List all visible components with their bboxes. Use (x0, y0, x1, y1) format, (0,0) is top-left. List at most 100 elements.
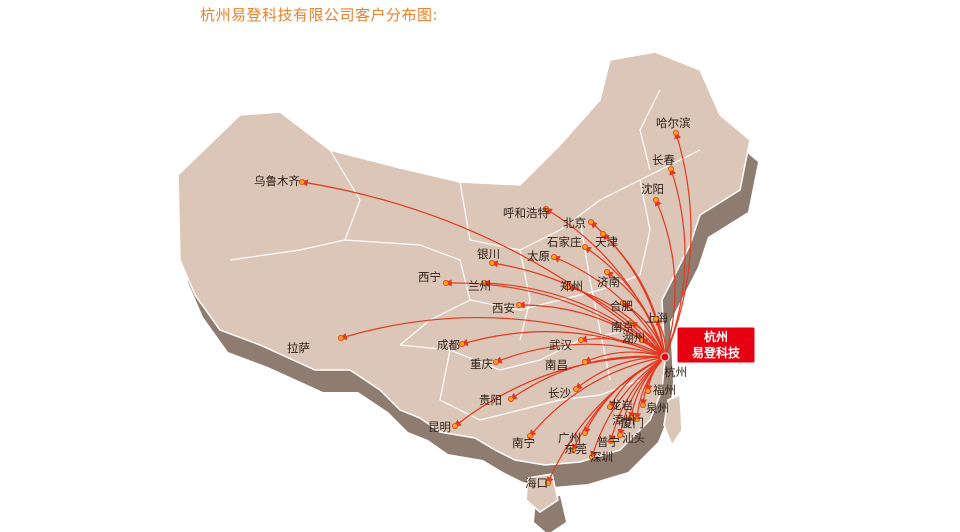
city-label-nanning: 南宁 (512, 436, 535, 450)
city-label-lanzhou: 兰州 (468, 279, 491, 293)
city-marker-haikou[interactable] (545, 479, 552, 486)
map-title: 杭州易登科技有限公司客户分布图: (200, 6, 439, 24)
city-marker-dongguan[interactable] (570, 446, 577, 453)
city-label-guangzhou: 广州 (558, 431, 581, 445)
city-marker-hefei[interactable] (620, 299, 627, 306)
city-label-shijiazhuang: 石家庄 (547, 235, 582, 249)
route-kunming (453, 356, 666, 427)
city-label-shanghai: 上海 (645, 311, 668, 325)
city-labels: 哈尔滨长春沈阳乌鲁木齐呼和浩特北京天津石家庄太原银川西宁兰州郑州济南西安合肥南京… (254, 116, 691, 490)
city-marker-changsha[interactable] (573, 385, 580, 392)
route-haerbin (664, 131, 692, 358)
city-label-shenzhen: 深圳 (590, 450, 613, 464)
city-label-shenyang: 沈阳 (641, 182, 664, 196)
city-marker-lanzhou[interactable] (480, 279, 487, 286)
city-marker-xiamen[interactable] (634, 415, 641, 422)
city-label-zhangzhou: 漳州 (612, 413, 635, 427)
city-marker-shanghai[interactable] (653, 315, 660, 322)
hq-city-label: 杭州 (664, 365, 687, 379)
city-label-jinan: 济南 (597, 275, 620, 289)
city-label-shantou: 汕头 (622, 431, 645, 445)
city-marker-tianjin[interactable] (600, 230, 607, 237)
city-label-changsha: 长沙 (548, 386, 571, 400)
city-marker-zhangzhou[interactable] (628, 414, 635, 421)
hq-badge-line2: 易登科技 (692, 345, 741, 360)
city-label-huhehaote: 呼和浩特 (503, 206, 549, 220)
city-marker-shijiazhuang[interactable] (582, 243, 589, 250)
city-marker-changchun[interactable] (668, 165, 675, 172)
route-shenyang (654, 198, 676, 358)
route-puning (608, 356, 666, 443)
city-markers (298, 129, 680, 486)
city-marker-fuzhou[interactable] (645, 387, 652, 394)
city-label-xian: 西安 (492, 301, 515, 315)
city-label-dongguan: 东莞 (564, 442, 587, 456)
city-marker-quanzhou[interactable] (640, 401, 647, 408)
city-label-kunming: 昆明 (428, 420, 451, 434)
city-marker-puning[interactable] (608, 437, 615, 444)
city-marker-xining[interactable] (442, 279, 449, 286)
city-marker-shenyang[interactable] (653, 196, 660, 203)
city-marker-wuhan[interactable] (578, 336, 585, 343)
city-marker-beijing[interactable] (588, 218, 595, 225)
city-marker-chongqing[interactable] (492, 358, 499, 365)
city-label-haikou: 海口 (525, 476, 548, 490)
city-marker-zhengzhou[interactable] (565, 283, 572, 290)
route-changchun (664, 167, 686, 358)
city-label-guiyang: 贵阳 (479, 393, 502, 407)
city-marker-shenzhen[interactable] (589, 453, 596, 460)
city-marker-wulumuqi[interactable] (298, 178, 305, 185)
city-label-fuzhou: 福州 (653, 383, 676, 397)
route-shenzhen (590, 356, 666, 459)
hq-badge[interactable]: 杭州 易登科技 (676, 326, 756, 364)
city-marker-jinan[interactable] (604, 268, 611, 275)
city-marker-xian[interactable] (516, 301, 523, 308)
city-label-tianjin: 天津 (595, 235, 618, 249)
city-label-xiamen: 厦门 (621, 416, 644, 430)
city-marker-huhehaote[interactable] (543, 205, 550, 212)
city-marker-nanjing[interactable] (628, 319, 635, 326)
city-label-zhengzhou: 郑州 (560, 279, 583, 293)
city-label-nanchang: 南昌 (545, 358, 568, 372)
route-wuhan (579, 335, 666, 358)
route-nanchang (583, 351, 666, 364)
city-label-taiyuan: 太原 (527, 249, 550, 263)
city-label-wulumuqi: 乌鲁木齐 (254, 174, 300, 188)
route-tianjin (601, 233, 666, 358)
city-label-chongqing: 重庆 (470, 357, 493, 371)
city-label-xining: 西宁 (418, 270, 441, 284)
city-label-puning: 普宁 (597, 435, 620, 449)
city-label-changchun: 长春 (652, 153, 675, 167)
route-nanning (529, 356, 666, 438)
city-marker-huzhou[interactable] (639, 336, 646, 343)
city-marker-chengdu[interactable] (458, 340, 465, 347)
hq-badge-box (676, 326, 756, 364)
city-marker-longyan[interactable] (607, 403, 614, 410)
route-jinan (605, 271, 666, 358)
hq-badge-line1: 杭州 (704, 329, 728, 344)
route-chengdu (460, 331, 666, 358)
city-marker-haerbin[interactable] (673, 129, 680, 136)
city-label-wuhan: 武汉 (549, 338, 572, 352)
city-label-nanjing: 南京 (611, 320, 634, 334)
city-marker-nanning[interactable] (527, 432, 534, 439)
city-marker-guiyang[interactable] (507, 395, 514, 402)
route-haikou (546, 356, 666, 485)
route-xiamen (633, 356, 666, 421)
route-zhengzhou (566, 285, 666, 358)
city-label-quanzhou: 泉州 (646, 401, 669, 415)
city-marker-taiyuan[interactable] (551, 253, 558, 260)
city-label-lasa: 拉萨 (287, 341, 310, 355)
city-marker-lasa[interactable] (337, 334, 344, 341)
city-label-chengdu: 成都 (437, 338, 460, 352)
hq-marker (660, 352, 670, 362)
city-marker-shantou[interactable] (617, 431, 624, 438)
city-marker-nanchang[interactable] (582, 358, 589, 365)
city-label-haerbin: 哈尔滨 (656, 116, 691, 130)
city-marker-guangzhou[interactable] (582, 429, 589, 436)
route-xian (517, 301, 666, 358)
city-marker-yinchuan[interactable] (488, 259, 495, 266)
city-label-huzhou: 湖州 (622, 331, 645, 345)
city-marker-kunming[interactable] (451, 422, 458, 429)
